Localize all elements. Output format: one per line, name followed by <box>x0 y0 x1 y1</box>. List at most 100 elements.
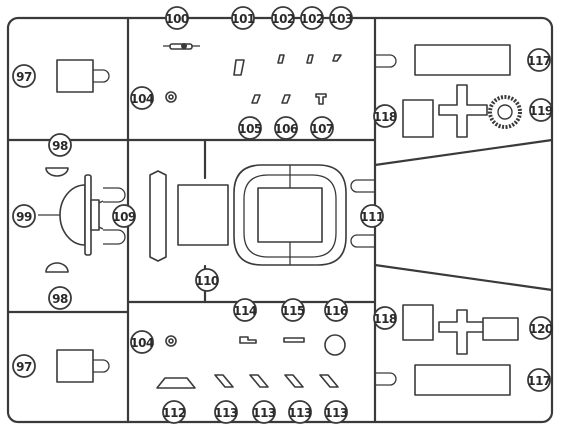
callout-102b-text: 102 <box>300 12 324 26</box>
callout-107-text: 107 <box>310 122 334 136</box>
callout-107: 107 <box>310 116 334 140</box>
part-118-bottom <box>402 304 434 341</box>
callout-109-text: 109 <box>112 210 136 224</box>
part-cross-top <box>438 84 488 138</box>
part-119-gear <box>488 95 522 129</box>
part-113b <box>249 374 269 388</box>
callout-113b-text: 113 <box>252 406 276 420</box>
part-120 <box>482 317 519 341</box>
part-111-frame <box>233 164 347 266</box>
callout-110-text: 110 <box>195 274 219 288</box>
callout-97a-text: 97 <box>16 70 32 84</box>
callout-117a: 117 <box>527 48 551 72</box>
part-113c <box>284 374 304 388</box>
callout-100-text: 100 <box>165 12 189 26</box>
part-99-fan <box>38 174 104 256</box>
part-107 <box>315 93 327 105</box>
callout-98a: 98 <box>48 133 72 157</box>
callout-101: 101 <box>231 6 255 30</box>
callout-119-text: 119 <box>529 104 553 118</box>
callout-113c: 113 <box>288 400 312 424</box>
callout-117b: 117 <box>527 368 551 392</box>
callout-104a: 104 <box>130 86 154 110</box>
callout-113a: 113 <box>214 400 238 424</box>
part-102a <box>277 54 285 64</box>
part-105 <box>251 94 261 104</box>
part-112 <box>156 377 196 389</box>
callout-102b: 102 <box>300 6 324 30</box>
callout-99: 99 <box>12 204 36 228</box>
callout-113d: 113 <box>324 400 348 424</box>
callout-120: 120 <box>529 316 553 340</box>
gate-111 <box>350 179 375 248</box>
callout-118a: 118 <box>373 104 397 128</box>
callout-113a-text: 113 <box>214 406 238 420</box>
callout-115: 115 <box>281 298 305 322</box>
callout-102a-text: 102 <box>271 12 295 26</box>
callout-99-text: 99 <box>16 210 32 224</box>
callout-105-text: 105 <box>238 122 262 136</box>
callout-103-text: 103 <box>329 12 353 26</box>
callout-120-text: 120 <box>529 322 553 336</box>
gate-97-bottom <box>93 359 110 373</box>
part-98-bottom <box>45 262 69 273</box>
callout-102a: 102 <box>271 6 295 30</box>
callout-109: 109 <box>112 204 136 228</box>
gate-109 <box>103 187 126 245</box>
part-97-top <box>56 59 94 93</box>
callout-104b-text: 104 <box>130 336 154 350</box>
callout-105: 105 <box>238 116 262 140</box>
part-115 <box>283 337 305 343</box>
gate-117-bottom <box>375 372 397 386</box>
callout-labels: 100 101 102 102 103 104 105 106 107 97 9… <box>12 6 553 424</box>
part-118-top <box>402 99 434 138</box>
part-102b <box>306 54 314 64</box>
callout-119: 119 <box>529 98 553 122</box>
part-97-bottom <box>56 349 94 383</box>
callout-101-text: 101 <box>231 12 255 26</box>
callout-106-text: 106 <box>274 122 298 136</box>
part-center-left-panel <box>177 184 229 246</box>
part-cross-bottom <box>438 309 488 355</box>
callout-114: 114 <box>233 298 257 322</box>
callout-117a-text: 117 <box>527 54 551 68</box>
callout-114-text: 114 <box>233 304 257 318</box>
callout-117b-text: 117 <box>527 374 551 388</box>
callout-97a: 97 <box>12 64 36 88</box>
gate-117-top <box>375 54 397 68</box>
part-100 <box>163 43 200 50</box>
part-106 <box>281 94 291 104</box>
part-113a <box>214 374 234 388</box>
part-109 <box>149 170 167 262</box>
part-104-top <box>165 91 177 103</box>
callout-113d-text: 113 <box>324 406 348 420</box>
callout-106: 106 <box>274 116 298 140</box>
callout-113b: 113 <box>252 400 276 424</box>
part-98-top <box>45 167 69 177</box>
callout-111-text: 111 <box>360 210 384 224</box>
callout-112-text: 112 <box>162 406 186 420</box>
callout-118b: 118 <box>373 306 397 330</box>
gate-97-top <box>93 69 110 83</box>
part-104-bottom <box>165 335 177 347</box>
callout-115-text: 115 <box>281 304 305 318</box>
callout-97b: 97 <box>12 354 36 378</box>
part-117-top <box>414 44 511 76</box>
callout-97b-text: 97 <box>16 360 32 374</box>
callout-112: 112 <box>162 400 186 424</box>
callout-98b: 98 <box>48 286 72 310</box>
part-103 <box>332 54 342 62</box>
part-116 <box>324 334 346 356</box>
callout-116: 116 <box>324 298 348 322</box>
callout-116-text: 116 <box>324 304 348 318</box>
part-101 <box>233 59 245 76</box>
sprue-runners <box>6 16 554 424</box>
callout-110: 110 <box>195 268 219 292</box>
callout-111: 111 <box>360 204 384 228</box>
callout-118a-text: 118 <box>373 110 397 124</box>
callout-104b: 104 <box>130 330 154 354</box>
callout-103: 103 <box>329 6 353 30</box>
callout-104a-text: 104 <box>130 92 154 106</box>
